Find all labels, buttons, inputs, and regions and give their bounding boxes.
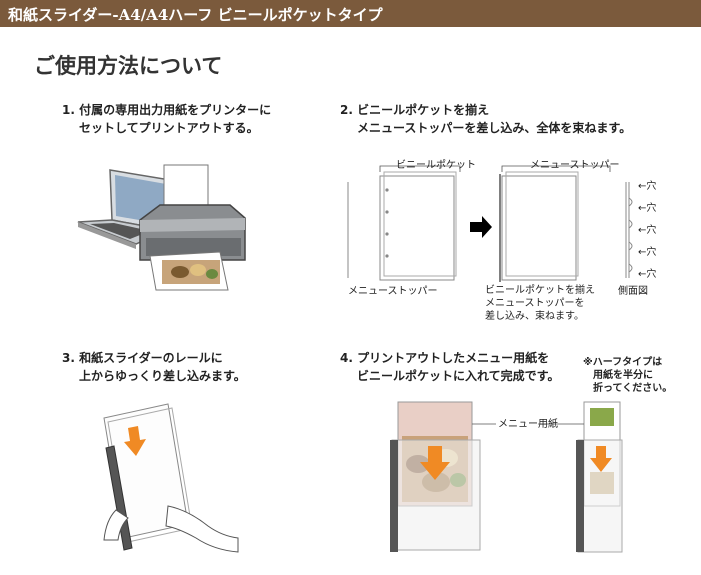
header-title: 和紙スライダー-A4/A4ハーフ ビニールポケットタイプ [8, 6, 383, 24]
page-title: ご使用方法について [34, 54, 223, 78]
right-hand [165, 505, 239, 553]
half-type-note: ※ハーフタイプは 用紙を半分に 折ってください。 [583, 356, 672, 395]
side-view-label: 側面図 [618, 286, 648, 297]
caption-line-2: メニューストッパーを [485, 298, 585, 309]
step-1-line1: 付属の専用出力用紙をプリンターに [79, 103, 272, 117]
right-arrow [470, 216, 492, 238]
step-3-line2: 上からゆっくり差し込みます。 [79, 369, 246, 383]
rail-a4 [390, 440, 398, 552]
step-4-number: 4. [340, 351, 353, 365]
step-2-number: 2. [340, 103, 353, 117]
vinyl-pocket-stack [379, 175, 455, 281]
step-4-text: 4. プリントアウトしたメニュー用紙を ビニールポケットに入れて完成です。 [340, 349, 559, 385]
step-3-illustration [103, 403, 239, 553]
menu-stopper-bottom-label: メニューストッパー [348, 286, 438, 297]
note-line-2: 用紙を半分に [593, 370, 653, 381]
step-2-caption: ビニールポケットを揃え メニューストッパーを 差し込み、束ねます。 [485, 284, 595, 323]
step-2-text: 2. ビニールポケットを揃え メニューストッパーを差し込み、全体を束ねます。 [340, 101, 631, 137]
down-arrow-a4 [420, 446, 450, 480]
header-bar: 和紙スライダー-A4/A4ハーフ ビニールポケットタイプ [0, 0, 701, 27]
step-1-number: 1. [62, 103, 75, 117]
step-2-line2: メニューストッパーを差し込み、全体を束ねます。 [357, 121, 632, 135]
hole-label-1: ←穴 [638, 181, 657, 192]
down-arrow [124, 426, 146, 456]
step-2-line1: ビニールポケットを揃え [357, 103, 490, 117]
hole-label-3: ←穴 [638, 225, 657, 236]
step-4-illustration [390, 401, 623, 553]
step-3-text: 3. 和紙スライダーのレールに 上からゆっくり差し込みます。 [62, 349, 246, 385]
step-4-line2: ビニールポケットに入れて完成です。 [357, 369, 560, 383]
note-line-1: ※ハーフタイプは [583, 357, 663, 368]
step-1-text: 1. 付属の専用出力用紙をプリンターに セットしてプリントアウトする。 [62, 101, 271, 137]
rail-half [576, 440, 584, 552]
caption-line-3: 差し込み、束ねます。 [485, 311, 584, 322]
hole-label-5: ←穴 [638, 269, 657, 280]
left-hand [103, 509, 129, 541]
caption-line-1: ビニールポケットを揃え [485, 285, 595, 296]
step-2-illustration [347, 165, 633, 282]
step-1-illustration [77, 164, 246, 291]
side-view-diagram [625, 182, 633, 278]
vinyl-pocket-label: ビニールポケット [396, 160, 476, 171]
step-1-line2: セットしてプリントアウトする。 [79, 121, 259, 135]
hole-label-4: ←穴 [638, 247, 657, 258]
step-3-number: 3. [62, 351, 75, 365]
down-arrow-half [590, 446, 612, 472]
assembled-pocket [501, 175, 577, 281]
step-4-line1: プリントアウトしたメニュー用紙を [357, 351, 550, 365]
hole-label-2: ←穴 [638, 203, 657, 214]
menu-stopper-top-label: メニューストッパー [530, 160, 620, 171]
note-line-3: 折ってください。 [593, 383, 673, 394]
menu-paper-label: メニュー用紙 [498, 419, 558, 430]
step-3-line1: 和紙スライダーのレールに [79, 351, 223, 365]
